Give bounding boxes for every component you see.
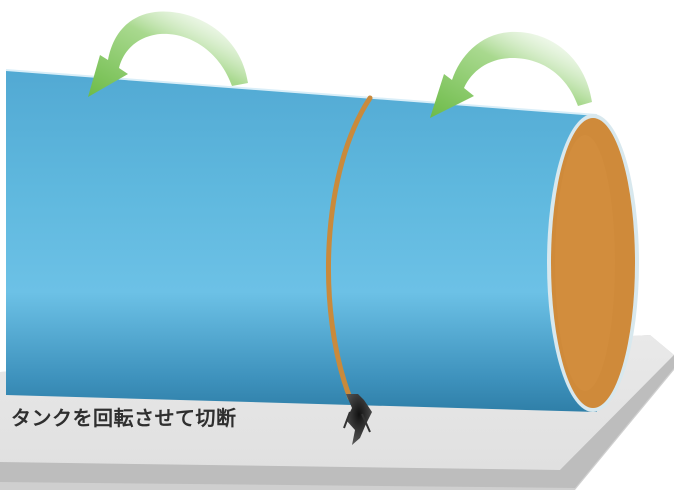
tank-body (5, 69, 598, 412)
rotation-arrow-left (88, 11, 248, 97)
caption-label: タンクを回転させて切断 (11, 406, 237, 430)
cutting-torch-icon (343, 394, 372, 445)
tank-end-cap (547, 114, 639, 412)
rotation-arrow-right (430, 31, 592, 118)
cut-line (326, 95, 373, 401)
